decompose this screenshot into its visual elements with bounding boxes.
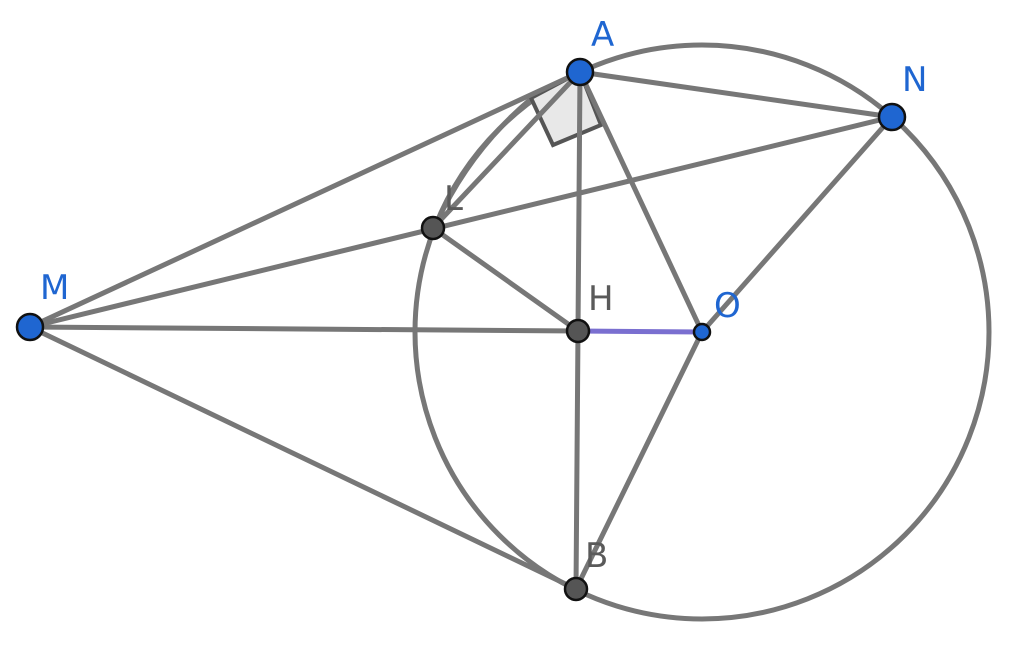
- right-angle-marker: [528, 69, 604, 148]
- segment-AN: [577, 69, 895, 120]
- point-H[interactable]: [565, 318, 591, 344]
- point-N[interactable]: [877, 102, 907, 132]
- arc-AL: [434, 96, 534, 224]
- segment-LH: [430, 225, 581, 334]
- segment-HO: [577, 328, 703, 335]
- label-N: N: [902, 60, 927, 100]
- label-O: O: [714, 286, 741, 326]
- point-B[interactable]: [563, 576, 589, 602]
- point-A[interactable]: [565, 57, 595, 87]
- segment-OB: [573, 329, 705, 592]
- segment-MA: [27, 69, 583, 330]
- segment-MH: [27, 324, 581, 334]
- point-M[interactable]: [15, 312, 45, 342]
- label-L: L: [444, 179, 463, 219]
- label-A: A: [591, 15, 614, 55]
- point-O[interactable]: [692, 322, 712, 342]
- label-H: H: [588, 279, 614, 319]
- label-B: B: [585, 536, 608, 576]
- segment-ON: [699, 114, 895, 335]
- label-M: M: [40, 268, 69, 308]
- segment-AL: [430, 69, 583, 231]
- segment-MN: [27, 114, 895, 330]
- segment-AO: [577, 69, 705, 335]
- segment-MB: [27, 324, 579, 592]
- point-L[interactable]: [420, 215, 446, 241]
